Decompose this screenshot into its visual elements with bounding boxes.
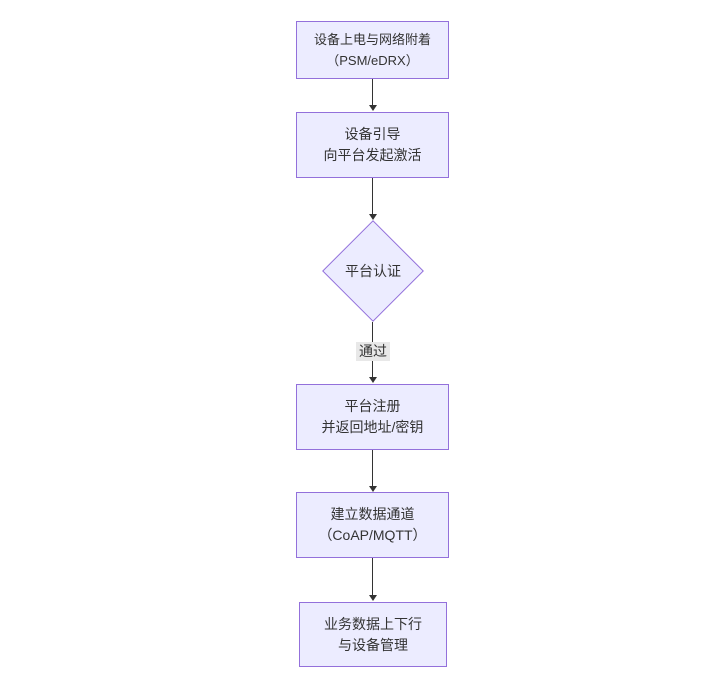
node-text-line: （PSM/eDRX）: [326, 53, 419, 68]
node-text-line: 建立数据通道: [330, 506, 415, 522]
node-power-network-attach: 设备上电与网络附着 （PSM/eDRX）: [296, 21, 449, 79]
node-platform-register: 平台注册 并返回地址/密钥: [296, 384, 449, 450]
node-text-line: 与设备管理: [338, 636, 408, 653]
arrow-connector: [368, 450, 377, 492]
node-device-bootstrap: 设备引导 向平台发起激活: [296, 112, 449, 178]
node-text-line: 业务数据上下行: [324, 615, 422, 632]
node-data-channel: 建立数据通道 （CoAP/MQTT）: [296, 492, 449, 558]
arrow-connector: [368, 178, 377, 220]
decision-platform-auth: 平台认证: [321, 220, 425, 322]
node-text-line: 并返回地址/密钥: [321, 419, 424, 435]
node-text-line: 设备上电与网络附着: [313, 32, 431, 47]
node-text-line: 设备引导: [344, 126, 401, 142]
arrow-connector: [368, 558, 377, 601]
node-text-line: 平台认证: [345, 263, 401, 279]
node-text-line: 向平台发起激活: [323, 147, 422, 163]
node-text-line: 平台注册: [344, 398, 401, 414]
arrow-connector: [368, 79, 377, 111]
node-business-data-management: 业务数据上下行 与设备管理: [299, 602, 447, 667]
edge-label-pass: 通过: [356, 342, 390, 361]
node-text-line: （CoAP/MQTT）: [318, 527, 427, 543]
